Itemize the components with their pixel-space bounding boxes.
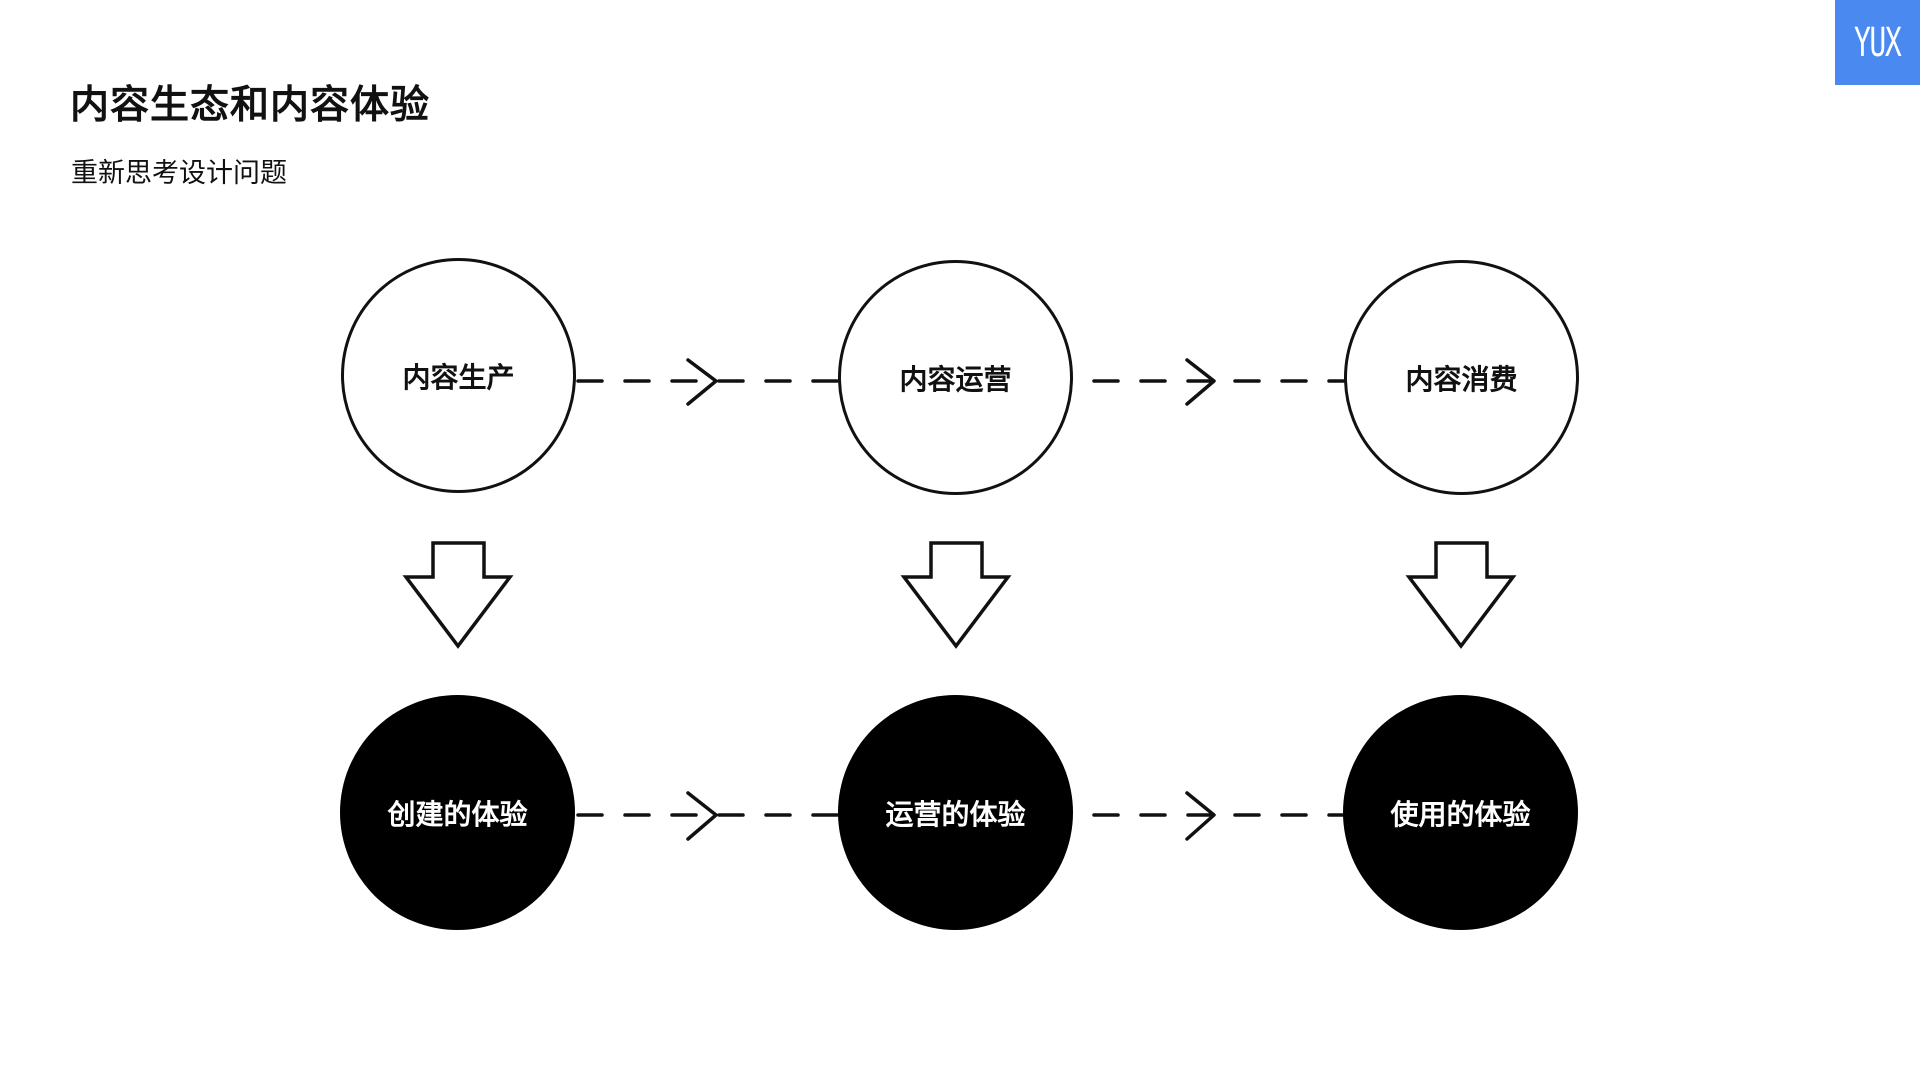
node-creation-experience: 创建的体验 <box>340 695 575 930</box>
node-label: 使用的体验 <box>1390 797 1531 831</box>
node-label: 运营的体验 <box>885 797 1026 831</box>
dashed-arrow-bottom-2 <box>1092 791 1346 841</box>
logo-text: YUX <box>1854 19 1902 66</box>
node-content-consumption: 内容消费 <box>1344 260 1579 495</box>
node-label: 内容生产 <box>402 360 515 394</box>
down-arrow-icon-1 <box>402 541 514 649</box>
page-title: 内容生态和内容体验 <box>70 82 431 128</box>
down-arrow-icon-3 <box>1405 541 1517 649</box>
node-usage-experience: 使用的体验 <box>1343 695 1578 930</box>
node-label: 内容消费 <box>1405 362 1518 396</box>
node-content-operation: 内容运营 <box>838 260 1073 495</box>
node-label: 内容运营 <box>899 362 1012 396</box>
page-subtitle: 重新思考设计问题 <box>71 158 287 189</box>
yux-logo: YUX <box>1835 0 1920 85</box>
down-arrow-icon-2 <box>900 541 1012 649</box>
node-label: 创建的体验 <box>387 797 528 831</box>
dashed-arrow-bottom-1 <box>576 791 840 841</box>
node-operation-experience: 运营的体验 <box>838 695 1073 930</box>
dashed-arrow-top-1 <box>576 358 840 406</box>
node-content-production: 内容生产 <box>341 258 576 493</box>
dashed-arrow-top-2 <box>1092 358 1346 406</box>
